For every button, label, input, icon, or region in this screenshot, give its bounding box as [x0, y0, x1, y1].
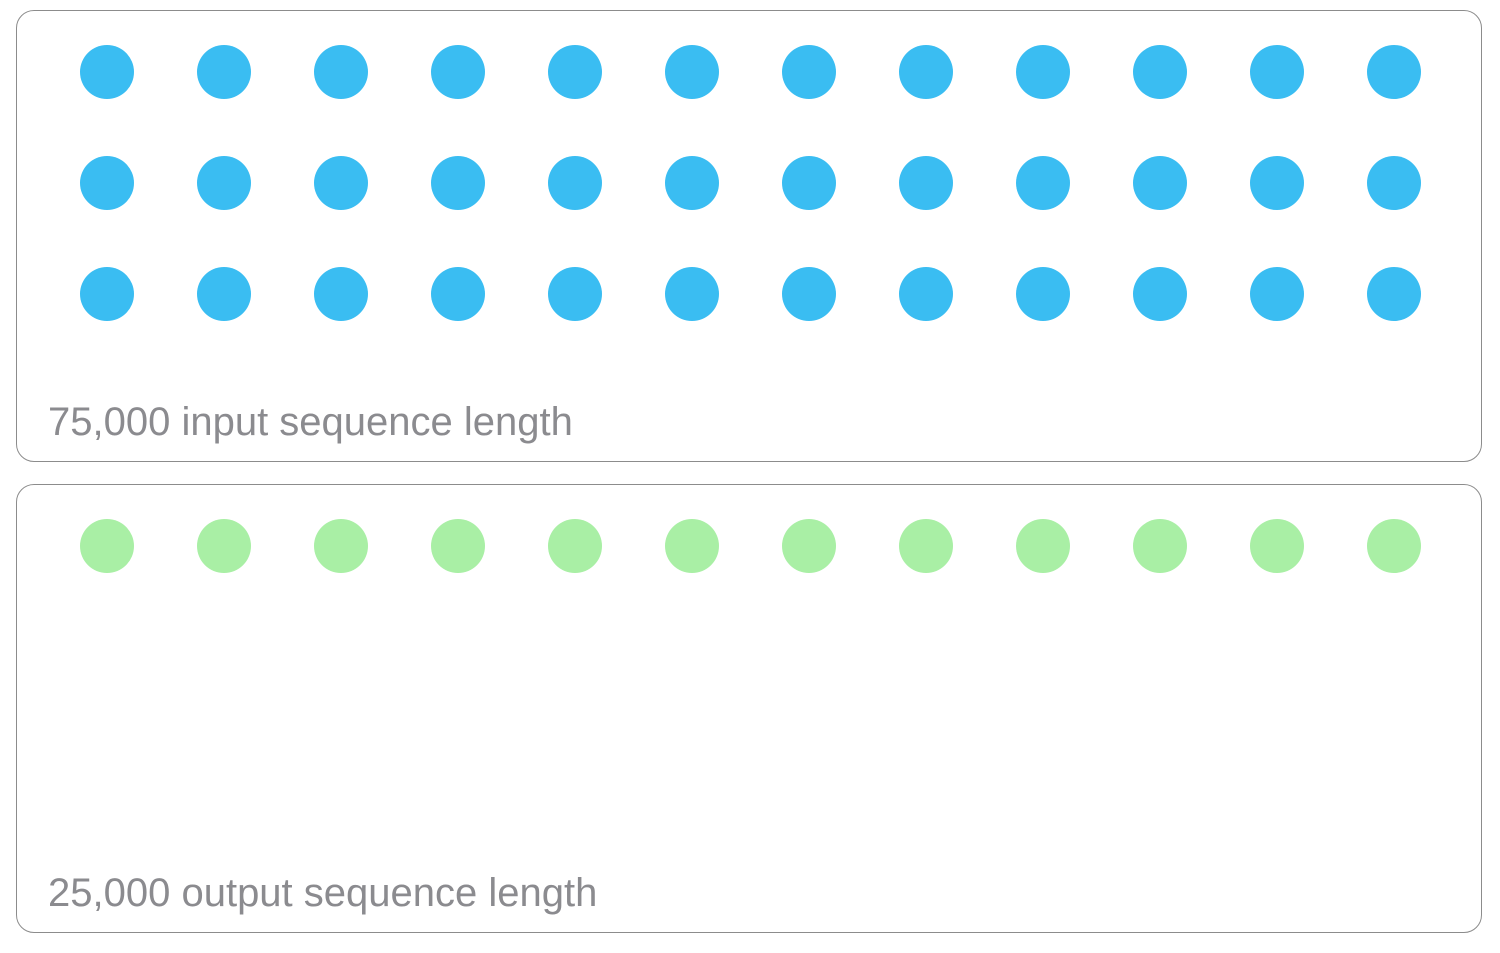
token-dot [80, 156, 134, 210]
token-dot [80, 45, 134, 99]
token-dot [197, 45, 251, 99]
output-sequence-label: 25,000 output sequence length [48, 871, 598, 915]
token-dot [431, 45, 485, 99]
output-token-dots [17, 485, 1481, 932]
token-dot [782, 519, 836, 573]
output-sequence-panel: 25,000 output sequence length [16, 484, 1482, 933]
token-dot [899, 45, 953, 99]
token-dot [1250, 519, 1304, 573]
input-token-dots [17, 11, 1481, 461]
token-dot [1133, 45, 1187, 99]
token-dot [899, 267, 953, 321]
token-dot [431, 156, 485, 210]
token-dot [548, 45, 602, 99]
token-dot [197, 267, 251, 321]
token-dot [782, 45, 836, 99]
token-dot [431, 519, 485, 573]
token-dot [548, 156, 602, 210]
token-dot [80, 267, 134, 321]
token-dot [665, 45, 719, 99]
token-dot [665, 156, 719, 210]
input-sequence-panel: 75,000 input sequence length [16, 10, 1482, 462]
token-dot [1016, 156, 1070, 210]
token-dot [1367, 267, 1421, 321]
token-dot [782, 156, 836, 210]
token-dot [1016, 45, 1070, 99]
token-dot [1133, 519, 1187, 573]
token-dot [899, 519, 953, 573]
token-dot [548, 519, 602, 573]
input-sequence-label: 75,000 input sequence length [48, 400, 573, 444]
token-dot [1367, 45, 1421, 99]
token-dot [314, 519, 368, 573]
token-dot [782, 267, 836, 321]
token-dot [899, 156, 953, 210]
token-dot [1250, 156, 1304, 210]
token-dot [431, 267, 485, 321]
token-dot [1016, 267, 1070, 321]
token-dot [1367, 519, 1421, 573]
token-dot [665, 519, 719, 573]
token-dot [197, 519, 251, 573]
token-dot [665, 267, 719, 321]
token-dot [1367, 156, 1421, 210]
token-dot [1250, 267, 1304, 321]
token-dot [197, 156, 251, 210]
token-dot [80, 519, 134, 573]
token-dot [548, 267, 602, 321]
token-dot [1133, 267, 1187, 321]
token-dot [314, 267, 368, 321]
token-dot [1250, 45, 1304, 99]
token-dot [314, 156, 368, 210]
token-dot [1016, 519, 1070, 573]
token-dot [1133, 156, 1187, 210]
token-dot [314, 45, 368, 99]
